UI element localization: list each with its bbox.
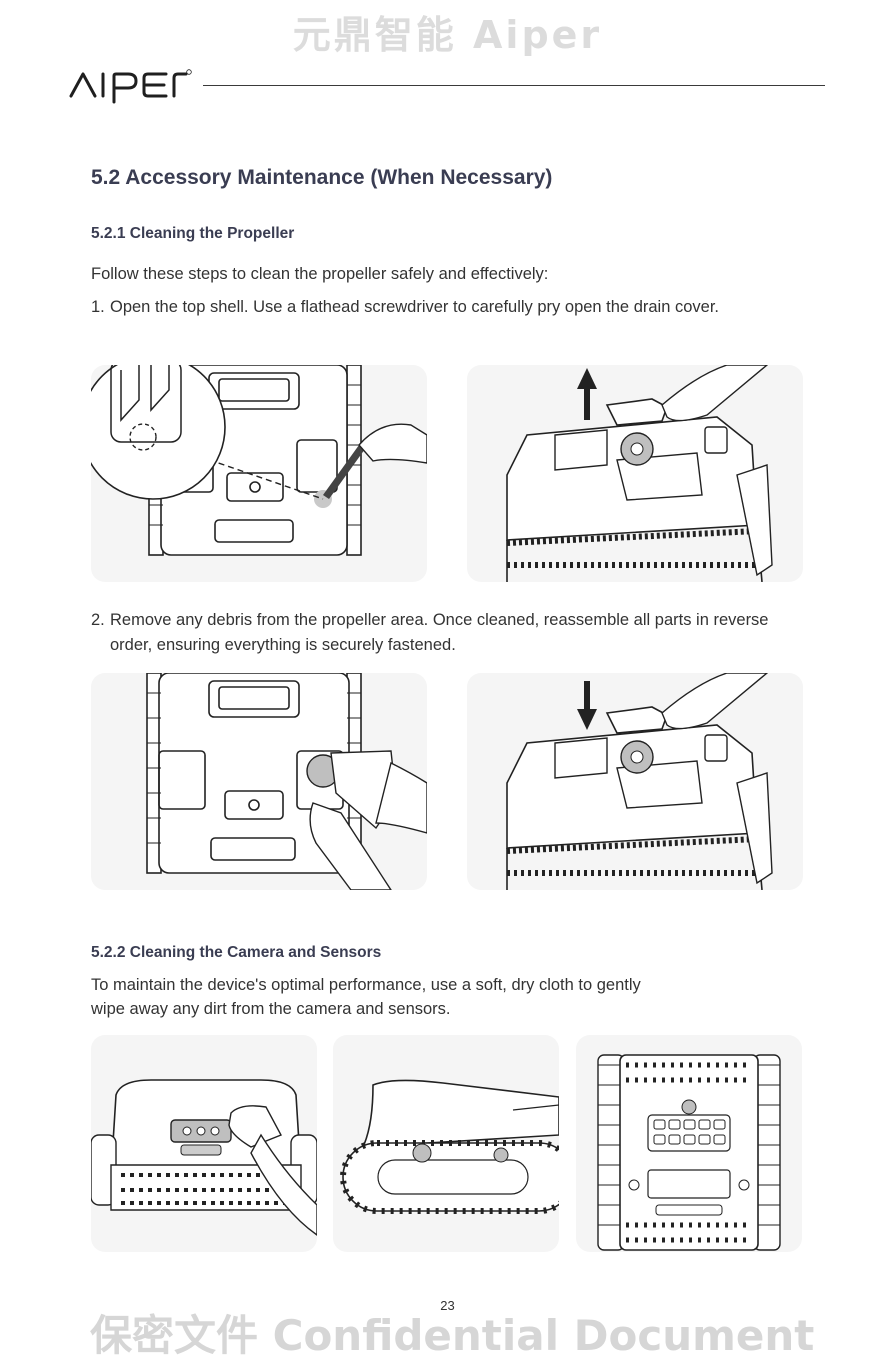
illustration-reassemble-shell xyxy=(467,673,803,890)
subsection-title-camera: 5.2.2 Cleaning the Camera and Sensors xyxy=(91,944,382,961)
aiper-logo xyxy=(68,66,193,106)
illustration-side-sensors xyxy=(333,1035,559,1252)
camera-intro-line-1: To maintain the device's optimal perform… xyxy=(91,976,641,994)
camera-intro-line-2: wipe away any dirt from the camera and s… xyxy=(91,1000,451,1018)
illustration-clean-propeller xyxy=(91,673,427,890)
step-1-text: Open the top shell. Use a flathead screw… xyxy=(110,298,719,316)
illustration-wipe-camera xyxy=(91,1035,317,1252)
step-2-text: Remove any debris from the propeller are… xyxy=(110,611,769,654)
illustration-pry-drain-cover xyxy=(91,365,427,582)
watermark-top: 元鼎智能 Aiper xyxy=(292,13,603,57)
illustration-underside-sensors xyxy=(576,1035,802,1252)
watermark-bottom: 保密文件 Confidential Document xyxy=(90,1311,815,1360)
subsection-title-propeller: 5.2.1 Cleaning the Propeller xyxy=(91,225,295,242)
step-1-number: 1. xyxy=(91,298,105,316)
step-2-number: 2. xyxy=(91,611,105,629)
page-number: 23 xyxy=(440,1298,455,1313)
header-rule xyxy=(203,85,825,86)
section-title: 5.2 Accessory Maintenance (When Necessar… xyxy=(91,166,553,189)
step-2: 2. Remove any debris from the propeller … xyxy=(91,608,811,658)
illustration-open-top-shell xyxy=(467,365,803,582)
step-1: 1. Open the top shell. Use a flathead sc… xyxy=(91,295,811,320)
propeller-intro: Follow these steps to clean the propelle… xyxy=(91,265,549,283)
